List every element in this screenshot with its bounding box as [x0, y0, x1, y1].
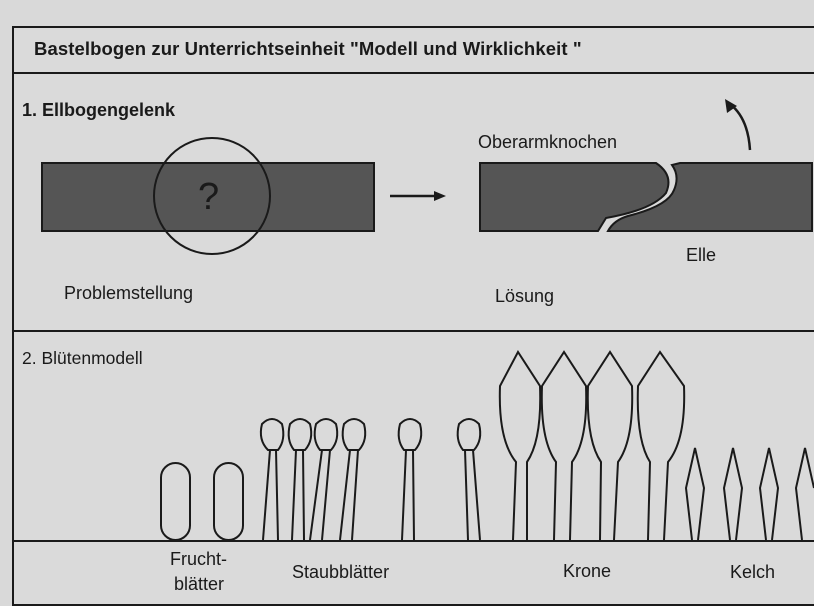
petal-shape	[500, 352, 540, 540]
ulna-label: Elle	[686, 245, 716, 266]
stamen-shape	[310, 419, 337, 540]
petals-group	[500, 352, 684, 540]
arrow-right-icon	[390, 191, 446, 201]
stamen-shape	[261, 419, 283, 540]
carpel-shape	[214, 463, 243, 540]
stamen-shape	[399, 419, 422, 540]
sepal-shape	[796, 448, 814, 540]
stamen-shape	[340, 419, 365, 540]
carpel-shape	[161, 463, 190, 540]
petal-shape	[638, 352, 684, 540]
sepals-label: Kelch	[730, 562, 775, 583]
sepal-shape	[724, 448, 742, 540]
petals-label: Krone	[563, 561, 611, 582]
curved-arrow-icon	[725, 99, 750, 150]
carpels-label-line1: Frucht-	[170, 549, 227, 570]
stamen-shape	[458, 419, 481, 540]
stamen-shape	[289, 419, 312, 540]
upper-bone-label: Oberarmknochen	[478, 132, 617, 153]
carpels-group	[161, 463, 243, 540]
sepals-group	[686, 448, 814, 540]
sepal-shape	[686, 448, 704, 540]
stamens-label: Staubblätter	[292, 562, 389, 583]
sepal-shape	[760, 448, 778, 540]
petal-shape	[588, 352, 632, 540]
solution-label: Lösung	[495, 286, 554, 307]
question-mark: ?	[198, 176, 219, 219]
carpels-label-line2: blätter	[174, 574, 224, 595]
stamens-group	[261, 419, 480, 540]
petal-shape	[542, 352, 586, 540]
problem-label: Problemstellung	[64, 283, 193, 304]
